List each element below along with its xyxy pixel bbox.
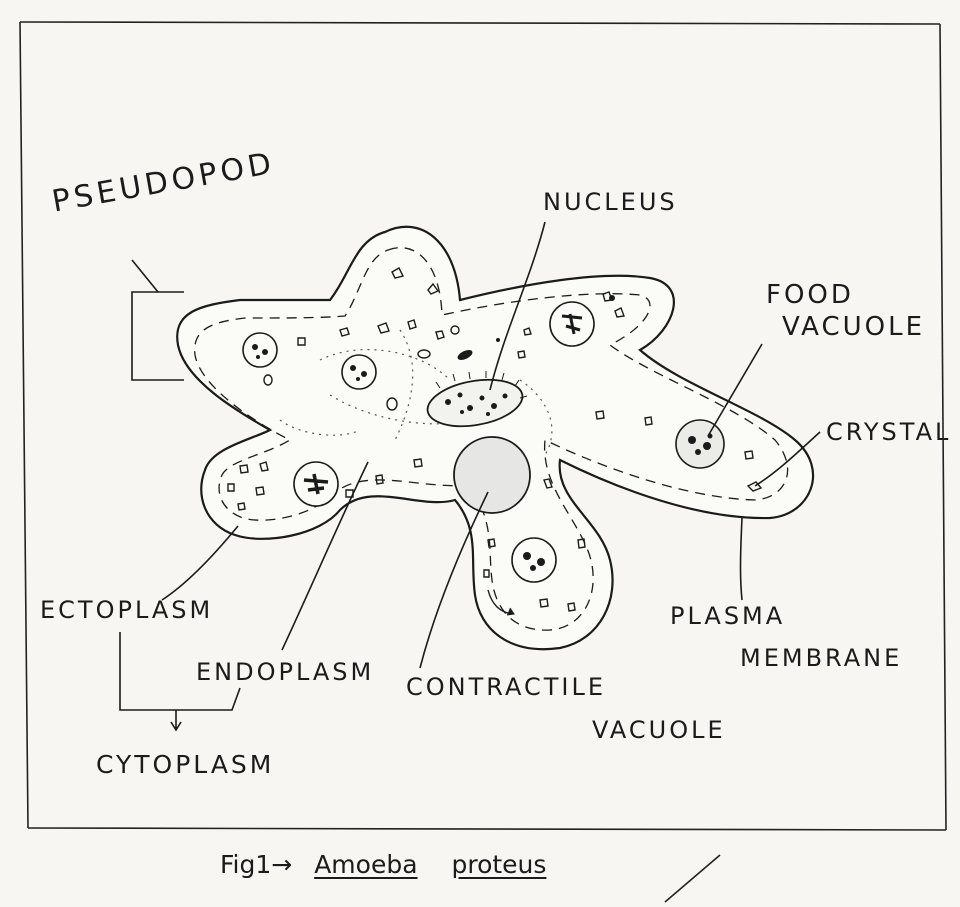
caption-prefix: Fig1→ xyxy=(220,850,293,879)
contractile-vacuole xyxy=(453,436,531,514)
cytoplasm-arrow xyxy=(170,710,182,732)
caption-species: proteus xyxy=(451,850,547,879)
stray-pen-mark xyxy=(664,854,721,903)
ectoplasm-leader xyxy=(161,525,239,601)
label-cytoplasm: CYTOPLASM xyxy=(96,750,275,779)
label-food-vacuole-line1: FOOD xyxy=(766,280,854,310)
label-food-vacuole-line2: VACUOLE xyxy=(782,312,926,342)
label-contractile-vacuole-line2: VACUOLE xyxy=(592,716,726,744)
label-nucleus: NUCLEUS xyxy=(543,188,678,216)
granules xyxy=(457,295,615,360)
food-vacuole xyxy=(511,537,557,583)
label-plasma-membrane-line1: PLASMA xyxy=(670,602,786,630)
nucleus-leader xyxy=(489,221,546,391)
label-plasma-membrane-line2: MEMBRANE xyxy=(740,644,903,672)
label-endoplasm: ENDOPLASM xyxy=(196,658,375,686)
figure-caption: Fig1→ Amoeba proteus xyxy=(220,852,546,877)
plasma-membrane-leader xyxy=(739,517,743,601)
ectoplasm-boundary xyxy=(194,247,789,631)
crystal-leader xyxy=(754,431,821,487)
food-vacuole xyxy=(549,301,595,347)
crystals xyxy=(227,267,763,612)
food-vacuole xyxy=(293,461,339,507)
endoplasm-dots xyxy=(279,329,553,456)
label-ectoplasm: ECTOPLASM xyxy=(40,596,214,624)
label-crystal: CRYSTAL xyxy=(826,418,952,446)
nucleus xyxy=(426,371,528,428)
leader-lines xyxy=(119,221,821,732)
diagram-frame xyxy=(19,21,947,831)
contractile-vacuole-leader xyxy=(419,491,489,669)
food-vacuole xyxy=(675,419,725,469)
food-vacuole-leader xyxy=(707,343,763,437)
caption-genus: Amoeba xyxy=(314,850,418,879)
label-contractile-vacuole-line1: CONTRACTILE xyxy=(406,673,606,701)
food-vacuoles xyxy=(242,301,725,583)
endoplasm-leader xyxy=(281,461,369,651)
food-vacuole xyxy=(341,354,377,390)
food-vacuole xyxy=(242,332,278,368)
pseudopod-leader xyxy=(131,259,159,293)
